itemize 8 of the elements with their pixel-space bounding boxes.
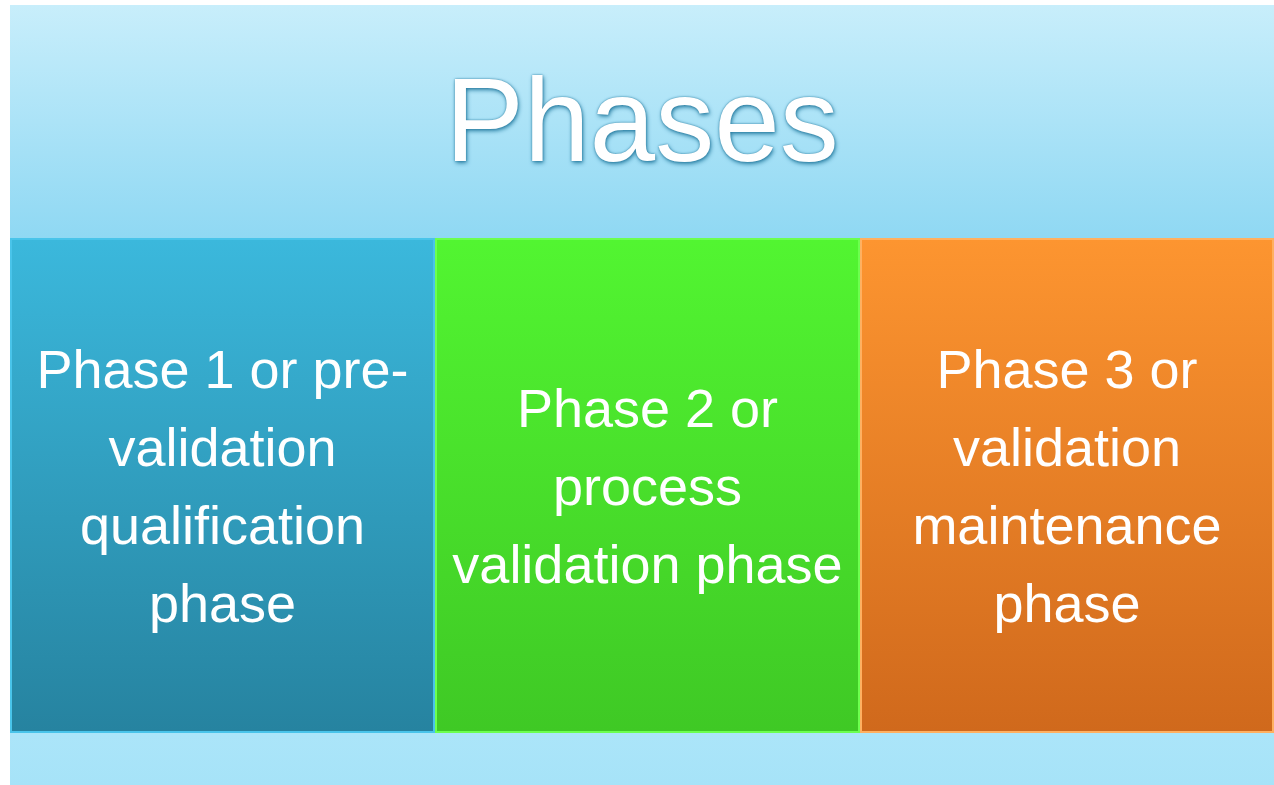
title-text: Phases [444,55,840,185]
phase-label: Phase 2 or process validation phase [451,376,844,596]
phase-box [10,238,435,733]
phase-box [435,238,860,733]
phase-label: Phase 1 or pre-validation qualification phase [35,337,410,635]
phase-box [860,238,1274,733]
header-band [10,5,1274,785]
phase-label: Phase 3 or validation maintenance phase [911,337,1223,635]
